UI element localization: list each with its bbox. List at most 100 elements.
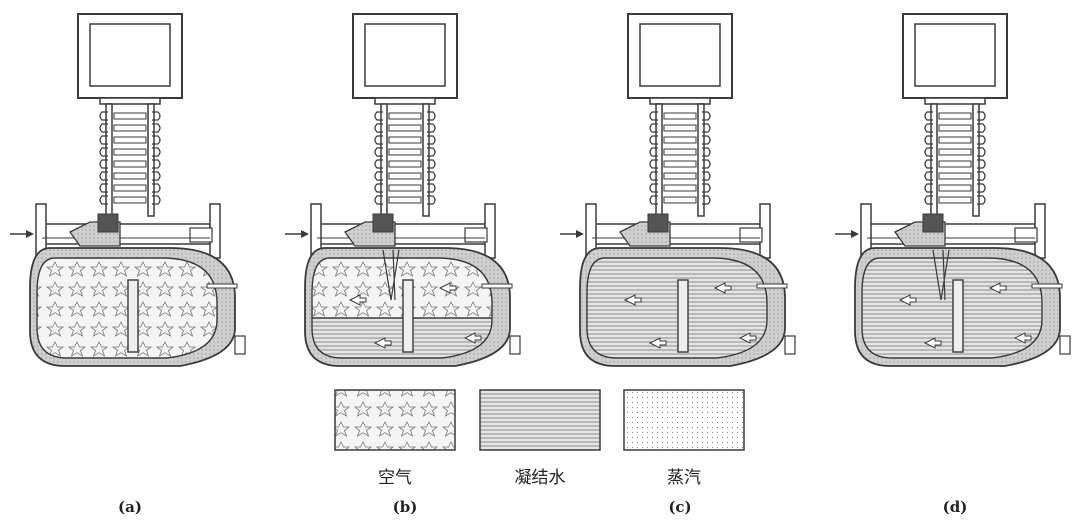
- bellows-fin: [374, 123, 436, 133]
- bellows-fin: [99, 111, 161, 121]
- bellows-fin: [113, 196, 147, 204]
- bellows-fin: [649, 183, 711, 193]
- legend-label-steam: 蒸汽: [667, 468, 701, 488]
- bellows-fin: [924, 183, 986, 193]
- bellows-fin: [924, 147, 986, 157]
- panel-caption: (b): [392, 498, 418, 516]
- body-rib: [206, 283, 238, 289]
- bellows-fin: [388, 136, 422, 144]
- bellows-fin: [99, 147, 161, 157]
- flow-arrow: [738, 332, 757, 344]
- baffle-tube: [127, 279, 139, 353]
- steam-jet: [382, 249, 400, 301]
- inlet-arrowhead: [576, 230, 584, 238]
- valve-seat: [97, 213, 119, 233]
- flow-arrow: [438, 282, 457, 294]
- drain-plug: [509, 335, 521, 355]
- legend-swatch-condensate: [479, 389, 601, 451]
- bellows-fin: [924, 135, 986, 145]
- bellows-fin: [99, 195, 161, 205]
- drain-plug: [234, 335, 246, 355]
- bellows-fin: [374, 135, 436, 145]
- flow-arrow: [648, 337, 667, 349]
- cavity-outline: [586, 257, 768, 359]
- condensate-region: [862, 258, 1042, 358]
- drain-plug: [1059, 335, 1071, 355]
- outlet-stub: [1014, 227, 1038, 243]
- bellows-fin: [924, 171, 986, 181]
- panel-caption: (a): [118, 498, 142, 516]
- bellows-fin: [663, 196, 697, 204]
- bellows-fin: [938, 172, 972, 180]
- bellows-fin: [663, 136, 697, 144]
- body-rib: [481, 283, 513, 289]
- valve-seat: [372, 213, 394, 233]
- baffle-tube: [677, 279, 689, 353]
- baffle-tube: [402, 279, 414, 353]
- steam-trap-panel: [285, 13, 521, 367]
- condensate-region: [587, 258, 767, 358]
- bellows-fin: [374, 171, 436, 181]
- actuator-window: [639, 23, 721, 87]
- cavity-fill: [862, 258, 1042, 358]
- bellows-fin: [374, 195, 436, 205]
- cavity-fill: [587, 258, 767, 358]
- bellows-fin: [374, 159, 436, 169]
- outlet-stub: [464, 227, 488, 243]
- bellows-fin: [938, 196, 972, 204]
- bellows-fin: [663, 172, 697, 180]
- air-region: [37, 258, 217, 358]
- bracket-plate: [99, 97, 161, 105]
- bellows-fin: [113, 160, 147, 168]
- bellows-fin: [924, 159, 986, 169]
- actuator-window: [89, 23, 171, 87]
- bellows-fin: [938, 124, 972, 132]
- bellows-fin: [938, 136, 972, 144]
- bellows-fin: [938, 184, 972, 192]
- panel-caption: (c): [668, 498, 692, 516]
- flow-arrow: [348, 294, 367, 306]
- inlet-arrowhead: [301, 230, 309, 238]
- pipe-body: [866, 223, 1036, 245]
- bellows-fin: [924, 195, 986, 205]
- bellows-fin: [388, 196, 422, 204]
- bellows-fin: [113, 184, 147, 192]
- cavity-fill: [37, 258, 217, 358]
- bellows-fin: [663, 160, 697, 168]
- bellows-fin: [388, 160, 422, 168]
- bellows-fin: [649, 123, 711, 133]
- bellows-fin: [113, 112, 147, 120]
- inlet-arrowhead: [26, 230, 34, 238]
- cavity-outline: [861, 257, 1043, 359]
- bellows-fin: [649, 111, 711, 121]
- cavity-fill: [312, 258, 492, 358]
- inlet-arrowhead: [851, 230, 859, 238]
- steam-trap-panel: [835, 13, 1071, 367]
- bellows-fin: [99, 123, 161, 133]
- bracket-plate: [374, 97, 436, 105]
- flow-arrow: [988, 282, 1007, 294]
- bracket-plate: [924, 97, 986, 105]
- pipe-body: [591, 223, 761, 245]
- bellows-fin: [663, 148, 697, 156]
- bellows-fin: [99, 159, 161, 169]
- bellows-fin: [649, 135, 711, 145]
- legend-label-air: 空气: [378, 468, 412, 488]
- bellows-fin: [374, 111, 436, 121]
- legend-swatch-air: [334, 389, 456, 451]
- flow-arrow: [373, 337, 392, 349]
- steam-trap-panel: [560, 13, 796, 367]
- outlet-stub: [189, 227, 213, 243]
- bracket-plate: [649, 97, 711, 105]
- body-rib: [756, 283, 788, 289]
- bellows-fin: [113, 148, 147, 156]
- drain-plug: [784, 335, 796, 355]
- bellows-fin: [649, 171, 711, 181]
- pipe-body: [316, 223, 486, 245]
- pipe-body: [41, 223, 211, 245]
- bellows-fin: [388, 184, 422, 192]
- bellows-fin: [113, 124, 147, 132]
- flow-arrow: [623, 294, 642, 306]
- bellows-fin: [938, 112, 972, 120]
- steam-trap-panel: [10, 13, 246, 367]
